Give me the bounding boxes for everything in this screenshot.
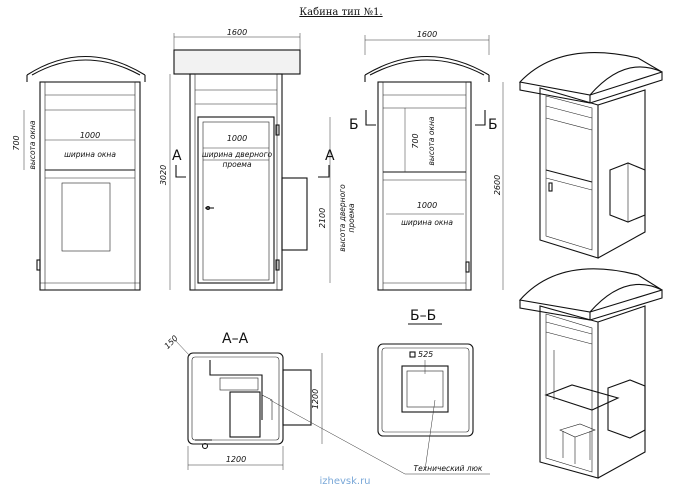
roof-iso-1 (518, 52, 663, 96)
svg-text:А: А (325, 148, 335, 164)
svg-text:1600: 1600 (227, 28, 247, 37)
iso-front-1 (539, 87, 599, 259)
svg-text:А: А (172, 148, 182, 164)
svg-text:высота окна: высота окна (427, 116, 436, 165)
watermark: izhevsk.ru (319, 476, 370, 487)
svg-text:700: 700 (411, 133, 420, 148)
door-frame (197, 116, 275, 284)
svg-text:3020: 3020 (159, 165, 168, 185)
svg-text:ширина дверного: ширина дверного (202, 150, 273, 159)
view-iso-closed (518, 52, 663, 259)
tech-hatch-label: Технический люк (414, 464, 483, 473)
svg-text:проема: проема (347, 203, 356, 233)
svg-text:1000: 1000 (417, 201, 437, 210)
svg-text:ширина окна: ширина окна (64, 150, 116, 159)
plan-seat (229, 391, 261, 438)
view-section-aa: А–А 1200 1200 150 (163, 331, 323, 470)
iso-front-2 (539, 305, 599, 479)
view-side: 1600 700 высота окна 1000 ширина окна 26… (349, 30, 504, 291)
cabin-body-2 (189, 73, 283, 291)
view-front-door: 1600 1000 ширина дверного проема 3020 21… (159, 28, 356, 291)
svg-text:1200: 1200 (226, 455, 246, 464)
svg-text:высота окна: высота окна (28, 120, 37, 169)
roof-iso-2 (518, 268, 663, 313)
view-iso-open (518, 268, 663, 479)
svg-text:2600: 2600 (493, 175, 502, 195)
sheet-title: Кабина тип №1. (299, 7, 382, 18)
svg-text:А–А: А–А (222, 331, 249, 347)
svg-text:Б–Б: Б–Б (410, 308, 436, 324)
svg-text:1200: 1200 (311, 389, 320, 409)
svg-text:Б: Б (488, 117, 498, 133)
svg-text:525: 525 (418, 350, 433, 359)
iso-side-box-1 (609, 162, 646, 223)
view-front-window: 1000 ширина окна 700 высота окна (12, 55, 146, 291)
svg-text:2100: 2100 (318, 208, 327, 228)
cabin-body-3 (377, 81, 472, 291)
svg-text:1000: 1000 (227, 134, 247, 143)
svg-text:Б: Б (349, 117, 359, 133)
iso-side-box-2 (607, 379, 646, 439)
svg-text:высота дверного: высота дверного (338, 184, 347, 252)
view-section-bb: Б–Б 525 (377, 308, 474, 437)
iso-stool (559, 423, 596, 438)
svg-text:1000: 1000 (80, 131, 100, 140)
iso-shelf (544, 384, 620, 411)
tech-hatch-leader: Технический люк (269, 399, 490, 475)
cabin-body-1 (39, 81, 141, 291)
svg-text:150: 150 (163, 334, 180, 351)
roof-box-2 (173, 49, 301, 75)
roof-arc-1 (26, 55, 146, 76)
side-box-2 (281, 177, 308, 251)
svg-text:проема: проема (222, 160, 252, 169)
svg-text:ширина окна: ширина окна (401, 218, 453, 227)
lower-panel-1 (61, 182, 111, 252)
plan-outline-bb (377, 343, 474, 437)
svg-text:700: 700 (12, 135, 21, 150)
plan-side-box (282, 369, 312, 426)
roof-arc-3 (364, 55, 490, 76)
svg-text:1600: 1600 (417, 30, 437, 39)
